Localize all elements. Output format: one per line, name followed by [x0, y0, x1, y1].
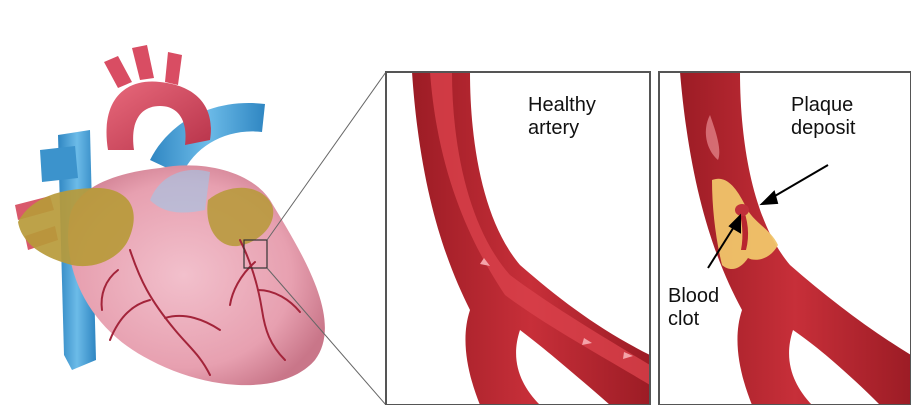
left-atrium: [18, 188, 134, 266]
healthy-label-line1: Healthy: [528, 94, 638, 117]
blood-clot-label: Blood clot: [668, 285, 758, 331]
blood-clot: [735, 204, 749, 216]
clot-label-line2: clot: [668, 308, 758, 331]
plaque-deposit-label: Plaque deposit: [791, 94, 901, 140]
plaque-label-line1: Plaque: [791, 94, 901, 117]
aortic-arch: [107, 82, 211, 150]
healthy-label-line2: artery: [528, 117, 638, 140]
left-blue-branch: [40, 146, 78, 182]
plaque-label-line2: deposit: [791, 117, 901, 140]
clot-label-line1: Blood: [668, 285, 758, 308]
healthy-artery-label: Healthy artery: [528, 94, 638, 140]
heart-illustration: [15, 45, 325, 385]
aortic-branches: [104, 45, 182, 88]
zoom-line-top: [267, 72, 386, 240]
